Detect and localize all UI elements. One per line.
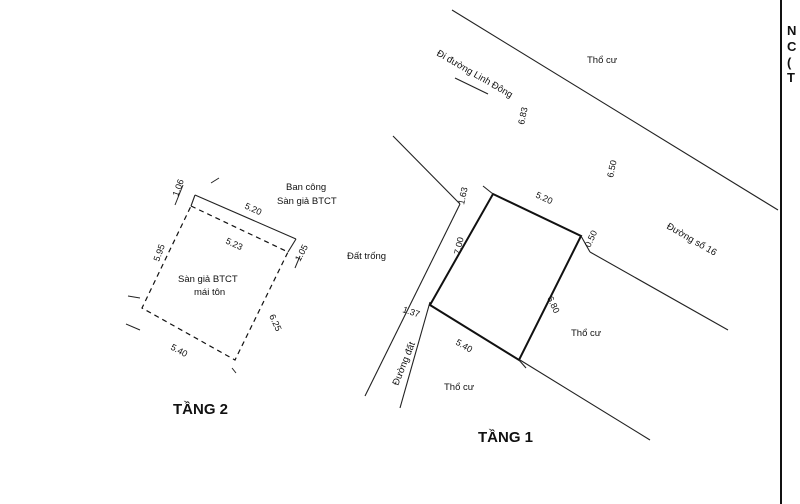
floor1-title: TẦNG 1 (478, 429, 533, 446)
side-panel: N C ( T (780, 0, 800, 504)
side-panel-char-3: ( (787, 55, 792, 70)
floor2-balcony-label: Ban công (286, 182, 326, 193)
residential-top-label: Thổ cư (587, 55, 618, 66)
floor1-connector-3 (518, 359, 527, 369)
vacant-land-label: Đất trống (347, 251, 386, 262)
alley-boundary-right (399, 301, 431, 409)
alley-boundary-left (364, 203, 461, 397)
floor2-ext-4 (125, 323, 141, 331)
floor1-dim-right-small: 0.50 (583, 229, 599, 249)
floor2-ext-2 (174, 184, 184, 206)
floor2-outline (141, 205, 289, 361)
floor1-dim-top: 5.20 (534, 190, 554, 206)
road-top-label: Đi đường Linh Đông (435, 48, 515, 101)
floor1-plan: 1.63 5.20 0.50 7.00 6.80 1.37 5.40 6.83 … (347, 9, 779, 446)
floor2-ext-1 (127, 295, 141, 299)
floor2-balcony-right (287, 238, 297, 253)
floor2-plan: 1.06 5.20 5.23 1.05 5.95 6.25 5.40 Ban c… (125, 177, 337, 418)
floor1-connector-2 (580, 235, 591, 253)
road-direction-arrow (454, 77, 489, 95)
floor2-balcony-edge (194, 194, 297, 240)
road-boundary-right (589, 251, 729, 331)
floor2-dim-top: 5.20 (243, 201, 263, 217)
floor1-connector-1 (482, 185, 494, 195)
floor1-dim-right-road: 6.50 (605, 159, 618, 178)
side-panel-char-2: C (787, 39, 797, 54)
residential-right-label: Thổ cư (571, 328, 602, 339)
floor1-dim-bottom: 5.40 (454, 337, 474, 354)
floor2-dim-inner-top: 5.23 (224, 236, 244, 252)
floor1-dim-road-width: 6.83 (516, 106, 529, 125)
residential-bottom-label: Thổ cư (444, 382, 475, 393)
floor2-title: TẦNG 2 (173, 401, 228, 418)
floor1-dim-top-left: 1.63 (456, 186, 469, 205)
side-panel-char-1: N (787, 23, 796, 38)
floor2-balcony-label-2: Sàn giả BTCT (277, 196, 337, 207)
floor2-dim-right-small: 1.05 (293, 243, 310, 263)
road-right-label: Đường số 16 (665, 221, 719, 258)
road-boundary-top (451, 9, 779, 211)
floor2-dim-right: 6.25 (267, 313, 283, 333)
side-panel-char-4: T (787, 70, 795, 85)
alley-boundary-top (392, 135, 461, 205)
floor2-inner-label-2: mái tôn (194, 287, 225, 298)
floor2-balcony-left (190, 194, 196, 207)
floor2-inner-label: Sàn giả BTCT (178, 274, 238, 285)
boundary-bottom (519, 359, 651, 441)
floor2-ext-6 (210, 177, 220, 184)
floor2-ext-5 (231, 367, 237, 374)
floor1-dim-left: 7.00 (452, 236, 465, 255)
floor2-ext-3 (294, 255, 301, 269)
alley-label: Đường đất (391, 340, 419, 387)
floor2-dim-left-small: 1.06 (170, 178, 185, 198)
floor2-dim-bottom: 5.40 (169, 342, 189, 359)
